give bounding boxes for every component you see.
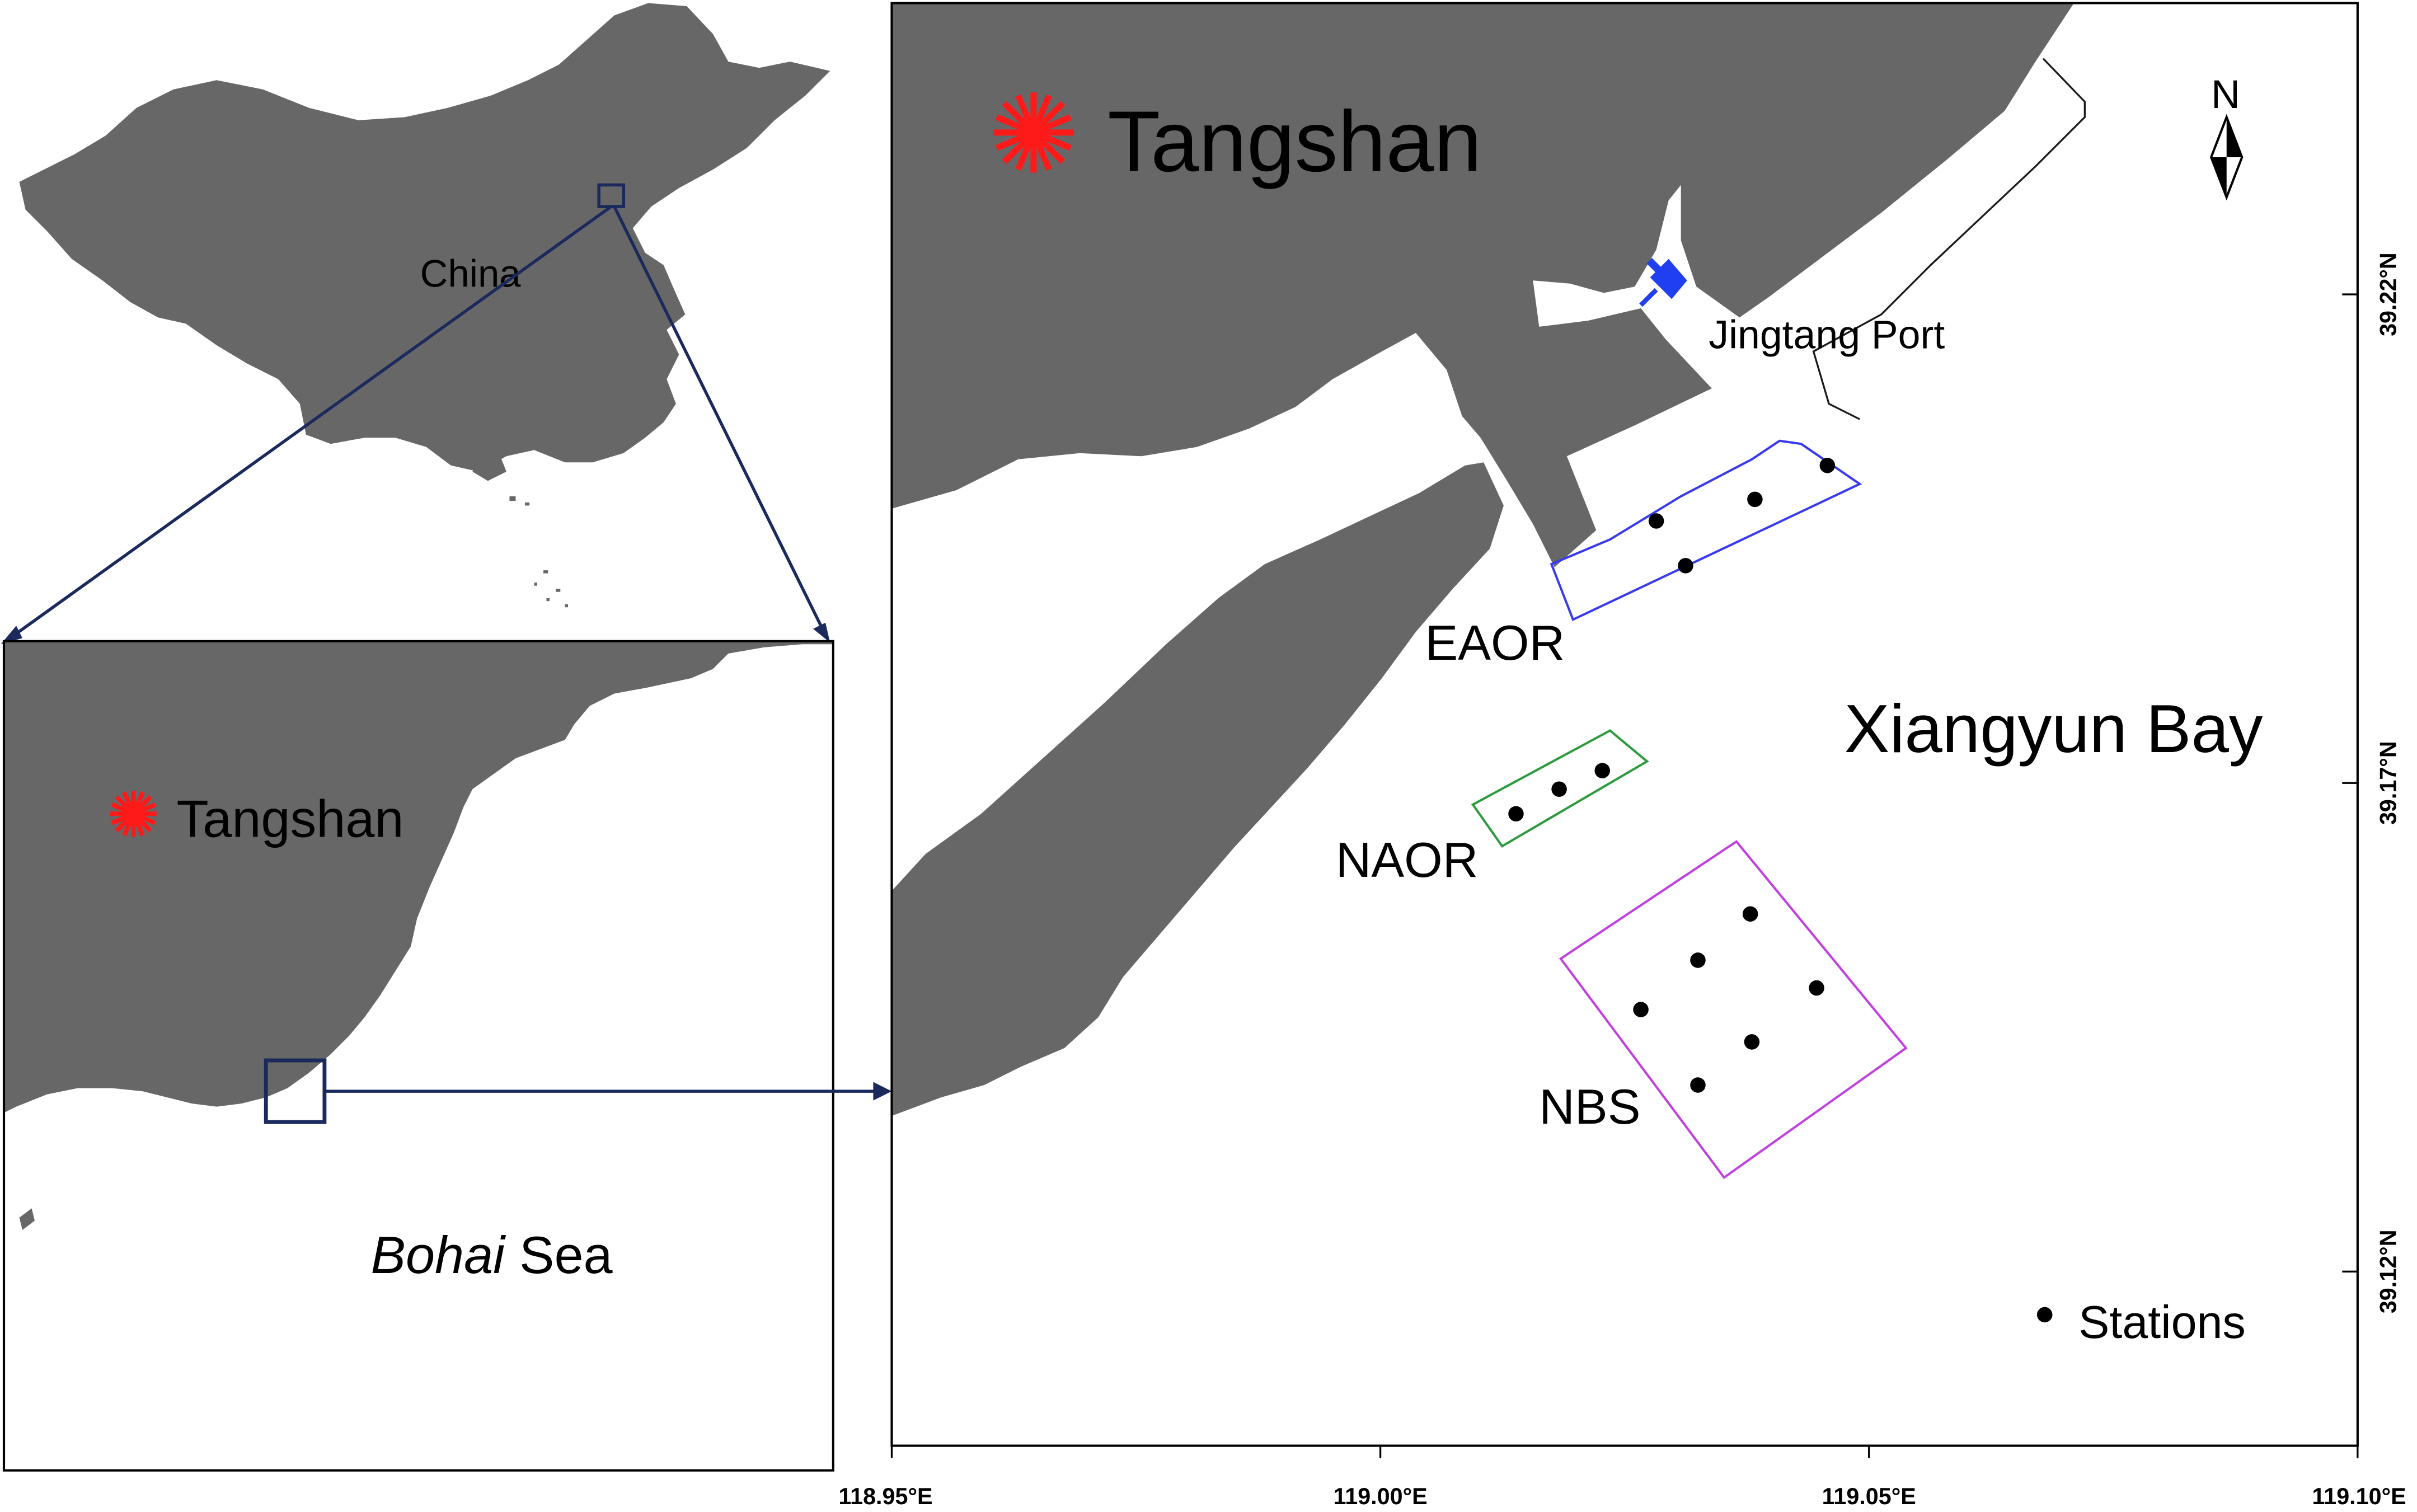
sandbar-peninsula <box>891 462 1504 1116</box>
breakwater-outline <box>1812 58 2086 420</box>
nbs-label: NBS <box>1539 1079 1640 1134</box>
station-point <box>1551 781 1567 797</box>
map-legend: Stations <box>2036 1296 2246 1348</box>
xiangyun-bay-label: Xiangyun Bay <box>1845 691 2263 767</box>
eaor-label: EAOR <box>1425 615 1565 670</box>
locator-arrowhead <box>873 1082 892 1101</box>
china-label: China <box>420 252 522 295</box>
regional-coastline-land <box>3 641 833 1113</box>
lon-tick-label: 119.00°E <box>1334 1483 1428 1509</box>
leader-line-left <box>9 205 612 640</box>
naor-label: NAOR <box>1336 832 1479 888</box>
lat-tick-label: 39.22°N <box>2376 252 2401 336</box>
station-point <box>1633 1002 1649 1017</box>
tangshan-label: Tangshan <box>1107 93 1482 190</box>
tangshan-label-small: Tangshan <box>176 790 403 848</box>
longitude-axis <box>890 1445 2359 1458</box>
small-island <box>19 1208 35 1230</box>
eaor-area-boundary <box>1550 439 1862 622</box>
regional-inset: Tangshan Bohai Sea <box>2 640 892 1472</box>
sampling-stations <box>1508 458 1836 1093</box>
station-point <box>1648 513 1664 529</box>
station-point <box>1690 952 1706 968</box>
station-point <box>1690 1077 1706 1093</box>
main-map: Tangshan Jingtang Port EAOR NAOR NBS Xia… <box>838 2 2406 1509</box>
regional-inset-frame <box>2 640 834 1472</box>
south-china-sea-islands <box>509 496 569 608</box>
latitude-axis <box>2342 293 2358 1272</box>
jingtang-port-label: Jingtang Port <box>1709 312 1945 357</box>
lon-tick-label: 119.05°E <box>1822 1483 1916 1509</box>
main-map-frame <box>890 2 2359 1447</box>
taiwan-island <box>632 367 655 416</box>
station-point <box>1819 458 1836 473</box>
north-arrow: N <box>2209 72 2244 201</box>
mainland-coast <box>891 3 2075 567</box>
naor-area-boundary <box>1471 729 1649 848</box>
lat-tick-label: 39.12°N <box>2376 1229 2401 1313</box>
china-landmass <box>19 3 830 472</box>
lon-tick-label: 119.10°E <box>2312 1483 2406 1509</box>
nbs-area-boundary <box>1559 840 1908 1180</box>
lat-tick-label: 39.17°N <box>2376 741 2401 825</box>
region-locator-box <box>597 183 625 208</box>
leader-line-right <box>613 205 827 636</box>
china-overview-inset: China <box>1 3 830 645</box>
lon-tick-label: 118.95°E <box>838 1483 932 1509</box>
station-point <box>1809 980 1824 996</box>
tangshan-star-marker-small <box>110 790 157 837</box>
north-arrow-label: N <box>2211 72 2240 117</box>
station-point <box>1744 1034 1760 1050</box>
leader-arrowhead-right <box>813 622 830 643</box>
legend-stations-label: Stations <box>2078 1296 2246 1348</box>
station-point <box>1678 558 1693 574</box>
station-point <box>1742 906 1758 922</box>
station-point <box>1508 806 1524 822</box>
leader-arrowhead-left <box>1 626 23 645</box>
tangshan-star-marker <box>993 92 1074 173</box>
port-pin-icon <box>1639 258 1687 307</box>
bohai-sea-label: Bohai Sea <box>371 1225 613 1284</box>
hainan-island <box>472 456 506 481</box>
station-point <box>1594 763 1611 778</box>
legend-station-symbol <box>2036 1307 2053 1323</box>
station-point <box>1747 491 1763 508</box>
